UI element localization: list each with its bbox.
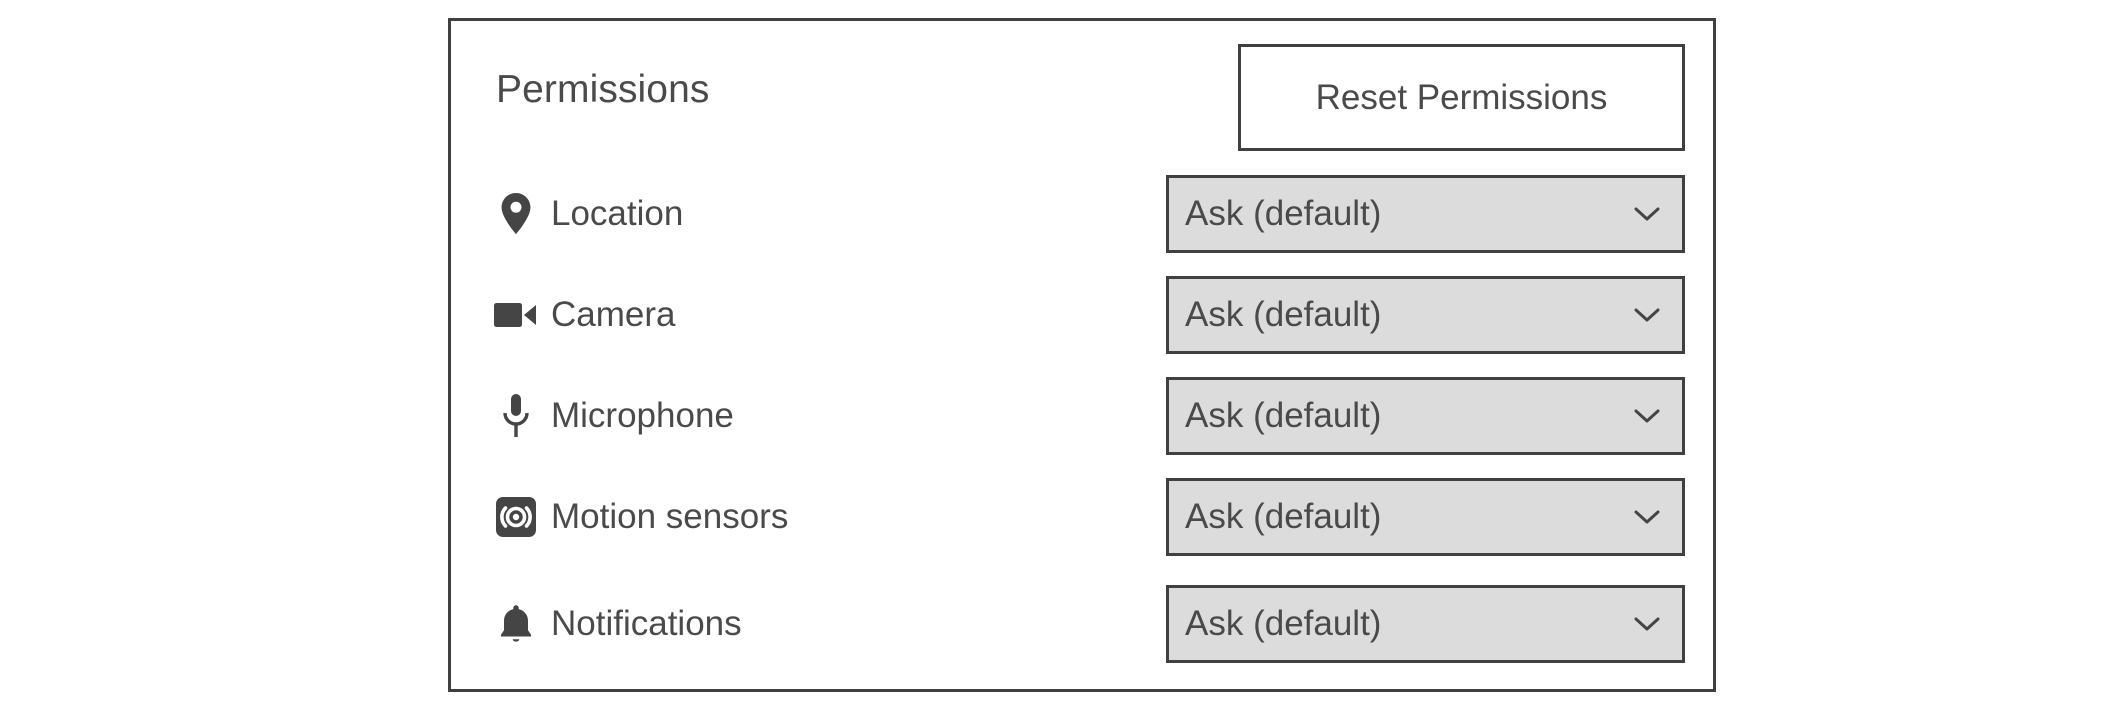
motion-sensors-icon (494, 495, 538, 539)
permission-select-value: Ask (default) (1185, 604, 1382, 643)
permission-select-microphone[interactable]: Ask (default) (1166, 377, 1685, 455)
permission-row-camera: Camera Ask (default) (451, 276, 1713, 354)
permission-select-value: Ask (default) (1185, 497, 1382, 536)
bell-icon (494, 602, 538, 646)
permission-select-value: Ask (default) (1185, 396, 1382, 435)
permission-select-value: Ask (default) (1185, 295, 1382, 334)
page-title: Permissions (496, 68, 710, 111)
videocam-icon (494, 293, 538, 337)
chevron-down-icon (1632, 609, 1662, 639)
chevron-down-icon (1632, 502, 1662, 532)
permission-label: Motion sensors (551, 497, 789, 536)
permission-label: Notifications (551, 604, 742, 643)
chevron-down-icon (1632, 199, 1662, 229)
permission-select-motion-sensors[interactable]: Ask (default) (1166, 478, 1685, 556)
permission-row-microphone: Microphone Ask (default) (451, 377, 1713, 455)
permission-select-notifications[interactable]: Ask (default) (1166, 585, 1685, 663)
chevron-down-icon (1632, 300, 1662, 330)
permission-label: Location (551, 194, 684, 233)
permission-row-location: Location Ask (default) (451, 175, 1713, 253)
permission-select-value: Ask (default) (1185, 194, 1382, 233)
permission-label: Camera (551, 295, 676, 334)
permission-label: Microphone (551, 396, 734, 435)
permission-row-notifications: Notifications Ask (default) (451, 585, 1713, 663)
microphone-icon (494, 394, 538, 438)
permission-row-motion-sensors: Motion sensors Ask (default) (451, 478, 1713, 556)
permission-select-camera[interactable]: Ask (default) (1166, 276, 1685, 354)
chevron-down-icon (1632, 401, 1662, 431)
location-pin-icon (494, 192, 538, 236)
permissions-list: Location Ask (default) (451, 21, 1713, 689)
permissions-panel: Permissions Reset Permissions Location A… (448, 18, 1716, 692)
permission-select-location[interactable]: Ask (default) (1166, 175, 1685, 253)
reset-permissions-button[interactable]: Reset Permissions (1238, 44, 1685, 151)
